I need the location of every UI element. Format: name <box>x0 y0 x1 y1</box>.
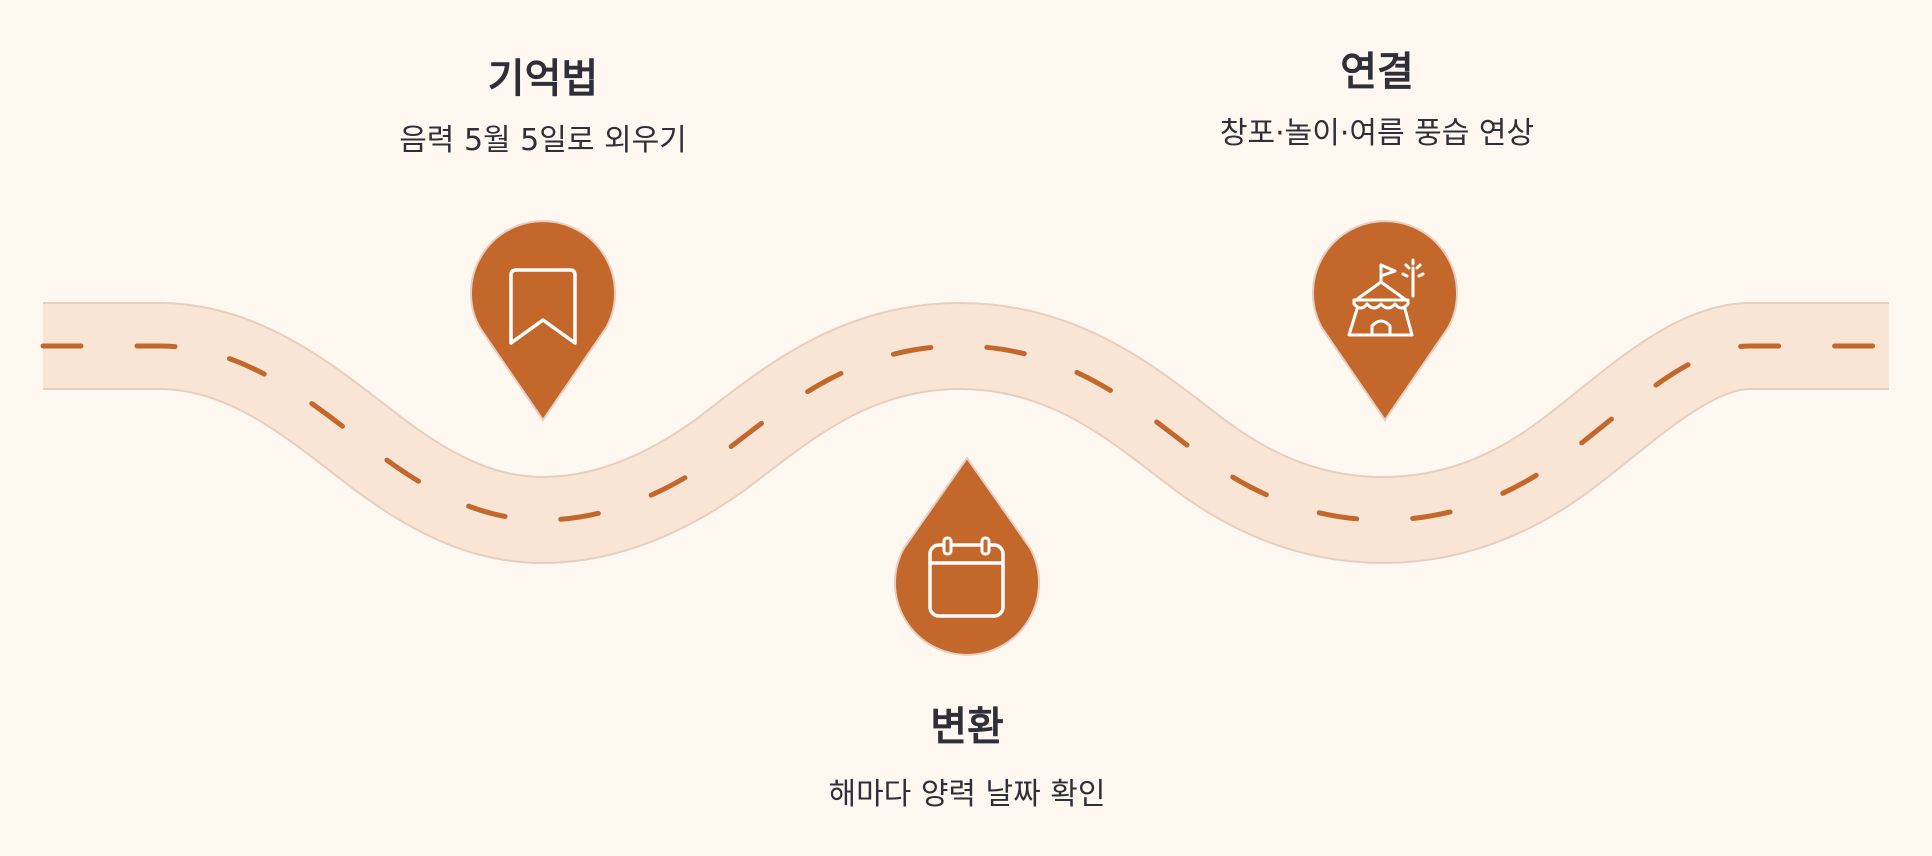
step-link: 연결 창포·놀이·여름 풍습 연상 <box>1117 48 1637 152</box>
step-convert-description: 해마다 양력 날짜 확인 <box>828 777 1106 812</box>
road-center-dashes <box>40 343 1892 523</box>
step-link-description: 창포·놀이·여름 풍습 연상 <box>1219 116 1535 151</box>
step-memory-description: 음력 5월 5일로 외우기 <box>399 123 687 158</box>
pin-marker-convert <box>894 456 1040 656</box>
pin-marker-memory <box>470 220 616 422</box>
pin-marker-link <box>1312 220 1458 422</box>
bookmark-icon <box>509 268 577 345</box>
step-convert-title: 변환 <box>930 704 1004 750</box>
circus-tent-icon <box>1347 258 1425 337</box>
step-convert: 변환 해마다 양력 날짜 확인 <box>707 703 1227 813</box>
step-memory-title: 기억법 <box>487 56 599 102</box>
calendar-icon <box>928 536 1005 618</box>
step-memory: 기억법 음력 5월 5일로 외우기 <box>283 55 803 159</box>
step-link-title: 연결 <box>1340 49 1414 95</box>
